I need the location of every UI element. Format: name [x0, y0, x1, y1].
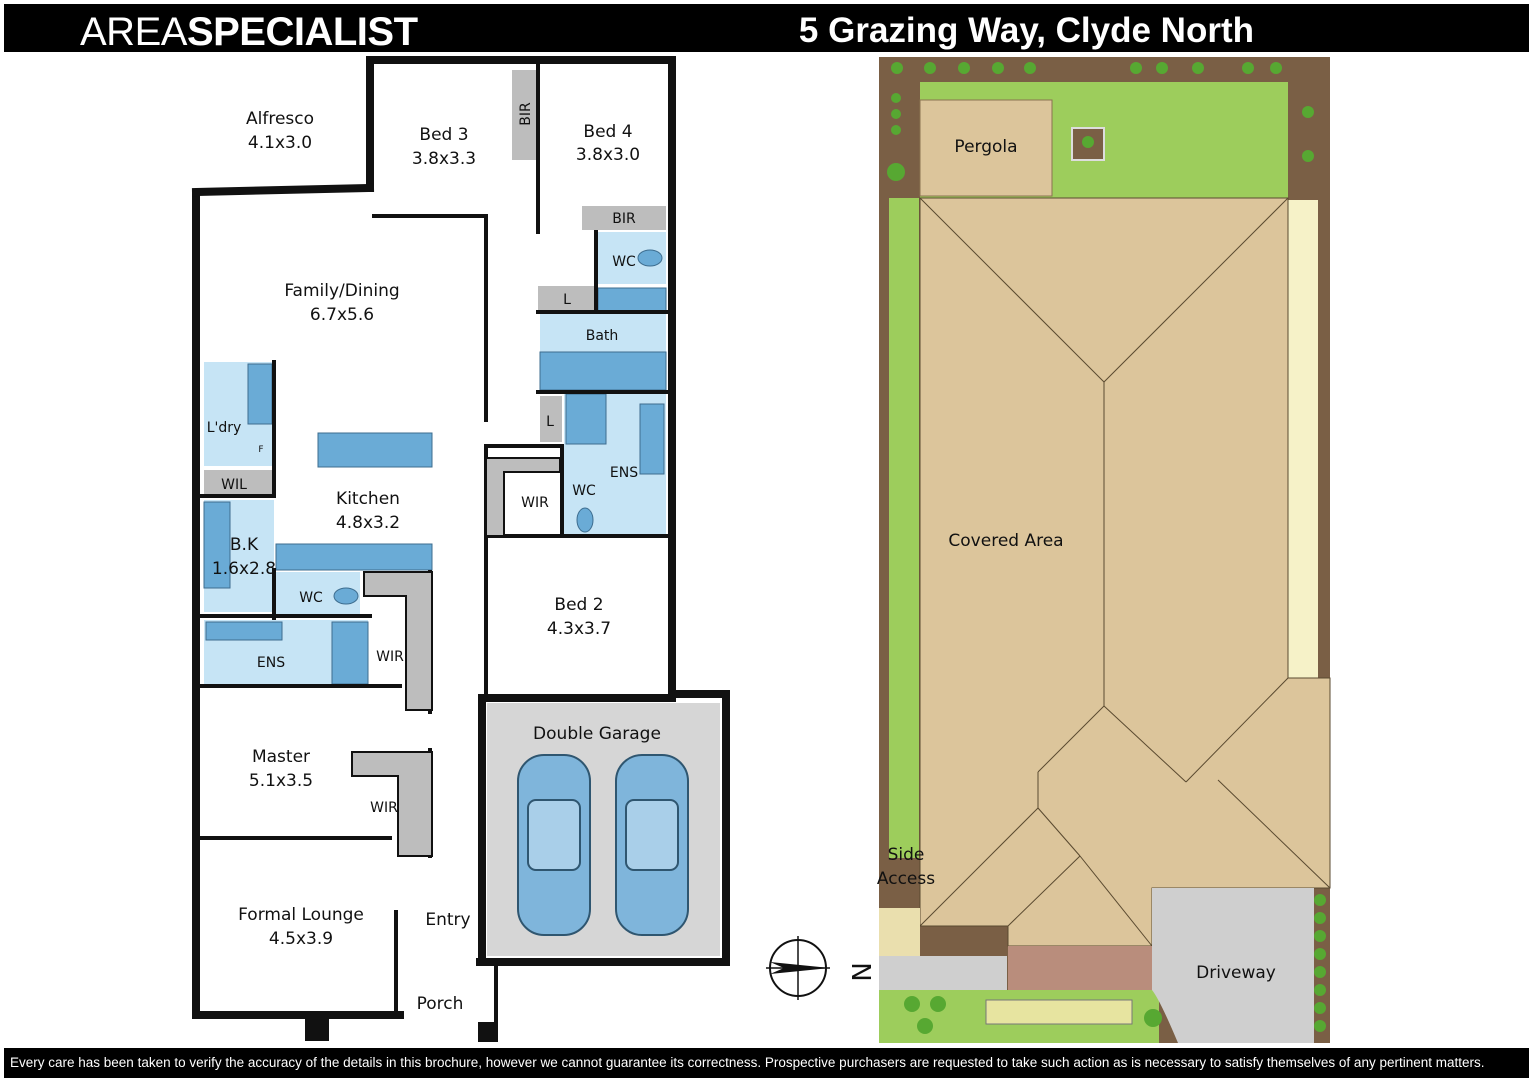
alfresco-size: 4.1x3.0 [248, 133, 312, 153]
ens-right-label: ENS [610, 465, 638, 481]
kitchen-name: Kitchen [336, 489, 400, 509]
wir-shapes [351, 457, 561, 857]
bed3-size: 3.8x3.3 [412, 149, 476, 169]
shower-right [565, 393, 607, 445]
kitchen-bench [275, 543, 433, 571]
laundry-tub [247, 363, 273, 425]
driveway-label: Driveway [1196, 963, 1276, 983]
wir-ens-label: WIR [376, 649, 404, 665]
kitchen-size: 4.8x3.2 [336, 513, 400, 533]
porch-pillar-right [478, 1022, 498, 1042]
brand-bold-text: SPECIALIST [186, 10, 418, 54]
ensuite-left-vanity [205, 621, 283, 641]
fridge-label: F [258, 445, 263, 455]
bed4-size: 3.8x3.0 [576, 145, 640, 165]
side-path [1288, 200, 1318, 678]
wir-ens-shape [363, 571, 433, 711]
car-left-roof [527, 799, 581, 871]
bir-bed3-label: BIR [518, 102, 534, 126]
header-bar: AREASPECIALIST 5 Grazing Way, Clyde Nort… [4, 4, 1529, 54]
front-path [879, 956, 1007, 990]
wir-bed2-shape [485, 457, 561, 537]
pergola-label: Pergola [954, 137, 1017, 157]
family-name: Family/Dining [284, 281, 399, 301]
lounge-size: 4.5x3.9 [269, 929, 333, 949]
car-right-roof [625, 799, 679, 871]
fixtures [203, 249, 667, 685]
side-lawn [889, 198, 919, 858]
shower-left [331, 621, 369, 685]
linen-mid-label: L [546, 414, 554, 430]
roof-ridges [919, 197, 1331, 947]
property-address: 5 Grazing Way, Clyde North [798, 11, 1254, 50]
front-garden-bed [985, 999, 1133, 1025]
master-name: Master [252, 747, 310, 767]
wil-fill [204, 470, 274, 496]
garage-name: Double Garage [533, 724, 661, 744]
wc-left-label: WC [299, 590, 323, 606]
side-access-label-2: Access [877, 869, 935, 889]
bathtub [539, 351, 667, 391]
wir-master-label: WIR [370, 800, 398, 816]
covered-area-label: Covered Area [948, 531, 1063, 551]
lounge-name: Formal Lounge [238, 905, 364, 925]
bed2-name: Bed 2 [554, 595, 603, 615]
wc-top-label: WC [612, 254, 636, 270]
toilet-mid [576, 507, 594, 533]
porch-tiles [1008, 946, 1152, 990]
bath-label: Bath [586, 328, 619, 344]
bir-bed4-label: BIR [612, 211, 636, 227]
brand-light-text: AREA [80, 10, 187, 54]
bk-name: B.K [230, 535, 259, 555]
entry-name: Entry [425, 910, 470, 930]
bed2-size: 4.3x3.7 [547, 619, 611, 639]
storage-areas [204, 70, 666, 496]
bir-bed4-fill [582, 206, 666, 230]
bed4-name: Bed 4 [583, 122, 632, 142]
bir-bed3-fill [512, 70, 536, 160]
cars [517, 754, 689, 936]
covered-area-roof [919, 197, 1331, 947]
family-size: 6.7x5.6 [310, 305, 374, 325]
laundry-label: L'dry [207, 420, 242, 436]
side-access-label-1: Side [888, 845, 925, 865]
porch-name: Porch [417, 994, 464, 1014]
shrubs [887, 62, 1326, 1034]
kitchen-island [317, 432, 433, 468]
toilet-left [333, 587, 359, 605]
bed3-name: Bed 3 [419, 125, 468, 145]
wir-bed2-label: WIR [521, 495, 549, 511]
bk-bench [203, 501, 231, 589]
brand-logo: AREASPECIALIST [80, 10, 418, 54]
linen-top [538, 286, 594, 310]
driveway-area [1152, 888, 1314, 1043]
master-size: 5.1x3.5 [249, 771, 313, 791]
linen-mid [540, 396, 562, 442]
floor-plan: Alfresco 4.1x3.0 Bed 3 3.8x3.3 Bed 4 3.8… [191, 56, 730, 1042]
wir-master-shape [351, 751, 433, 857]
porch-pillar-left [305, 1015, 329, 1041]
linen-top-label: L [563, 292, 571, 308]
toilet-top [637, 249, 663, 267]
footer-bar: Every care has been taken to verify the … [4, 1048, 1529, 1078]
bath-vanity [597, 287, 667, 313]
side-access-gravel [879, 908, 920, 956]
wil-label: WIL [221, 477, 247, 493]
disclaimer-text: Every care has been taken to verify the … [10, 1055, 1485, 1070]
wc-mid-label: WC [572, 483, 596, 499]
site-plan: Pergola Covered Area Side Access Drivewa… [877, 57, 1331, 1043]
ensuite-right-vanity [639, 403, 665, 475]
ens-left-label: ENS [257, 655, 285, 671]
compass-north-letter: N [845, 962, 875, 981]
compass-icon: N [766, 936, 875, 1000]
alfresco-name: Alfresco [246, 109, 314, 129]
pergola-area [919, 99, 1053, 197]
bk-size: 1.6x2.8 [212, 559, 276, 579]
